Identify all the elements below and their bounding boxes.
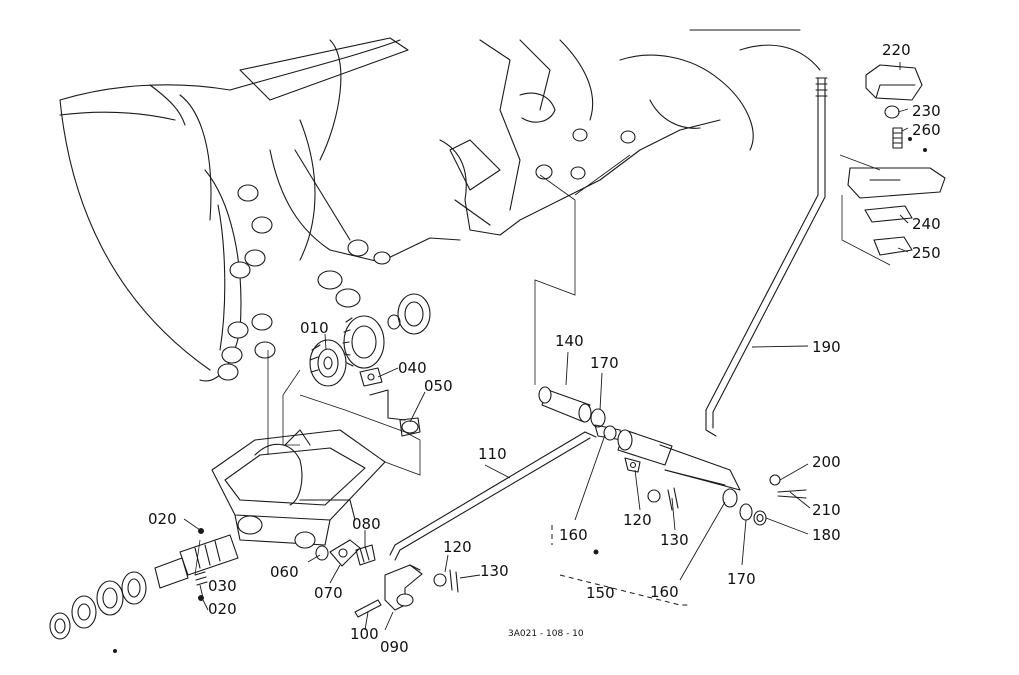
spur-gear bbox=[342, 315, 385, 369]
bolt-260 bbox=[892, 127, 903, 149]
part-label-020-top: 020 bbox=[148, 510, 177, 528]
washer-120-left bbox=[433, 573, 447, 587]
part-label-160-right: 160 bbox=[650, 583, 679, 601]
washer-060 bbox=[315, 545, 329, 561]
leader-lines bbox=[183, 62, 909, 631]
bracket-240 bbox=[847, 167, 946, 223]
part-label-120-right: 120 bbox=[623, 511, 652, 529]
lever-050 bbox=[369, 389, 421, 437]
rod-190 bbox=[705, 77, 828, 437]
washer-200 bbox=[769, 474, 781, 486]
bearing bbox=[387, 293, 431, 335]
plate-250 bbox=[873, 236, 913, 256]
part-label-140: 140 bbox=[555, 332, 584, 350]
part-label-170-upper: 170 bbox=[590, 354, 619, 372]
nut-230 bbox=[884, 105, 900, 119]
part-label-110: 110 bbox=[478, 445, 507, 463]
part-label-160-left: 160 bbox=[559, 526, 588, 544]
part-label-250: 250 bbox=[912, 244, 941, 262]
part-label-100: 100 bbox=[350, 625, 379, 643]
pin-130-left bbox=[449, 569, 459, 593]
part-label-080: 080 bbox=[352, 515, 381, 533]
part-label-170-lower: 170 bbox=[727, 570, 756, 588]
bushing-160-right bbox=[722, 488, 738, 508]
part-label-150: 150 bbox=[586, 584, 615, 602]
part-label-180: 180 bbox=[812, 526, 841, 544]
part-label-070: 070 bbox=[314, 584, 343, 602]
pin-130-right bbox=[667, 487, 679, 511]
washer-170-lower bbox=[739, 503, 753, 521]
part-label-130-right: 130 bbox=[660, 531, 689, 549]
rod-110 bbox=[389, 431, 597, 561]
pin-210 bbox=[777, 489, 807, 499]
spring-080 bbox=[355, 544, 376, 566]
part-label-190: 190 bbox=[812, 338, 841, 356]
part-label-040: 040 bbox=[398, 359, 427, 377]
plate-070 bbox=[329, 539, 361, 567]
part-label-200: 200 bbox=[812, 453, 841, 471]
washer-170-upper bbox=[590, 408, 606, 428]
part-label-260: 260 bbox=[912, 121, 941, 139]
part-label-010: 010 bbox=[300, 319, 329, 337]
nut-180 bbox=[753, 510, 767, 526]
lever-090 bbox=[384, 564, 423, 611]
pin-100 bbox=[354, 599, 382, 618]
part-label-090: 090 bbox=[380, 638, 409, 656]
part-label-220: 220 bbox=[882, 41, 911, 59]
lever-150 bbox=[594, 424, 741, 491]
gear-010 bbox=[309, 339, 347, 387]
part-label-050: 050 bbox=[424, 377, 453, 395]
part-label-060: 060 bbox=[270, 563, 299, 581]
knob-220 bbox=[865, 64, 923, 101]
part-label-020-bottom: 020 bbox=[208, 600, 237, 618]
part-labels: 010 020 020 030 040 050 060 070 080 090 … bbox=[148, 41, 941, 656]
bushing-140 bbox=[538, 386, 592, 423]
plate-040 bbox=[359, 367, 383, 387]
part-label-030: 030 bbox=[208, 577, 237, 595]
shaft-assembly bbox=[49, 528, 239, 640]
gear-case bbox=[211, 429, 386, 549]
part-label-210: 210 bbox=[812, 501, 841, 519]
part-label-120-left: 120 bbox=[443, 538, 472, 556]
washer-120-right bbox=[647, 489, 661, 503]
drawing-code: 3A021 - 108 - 10 bbox=[508, 629, 584, 639]
part-label-230: 230 bbox=[912, 102, 941, 120]
reference-lines bbox=[113, 137, 927, 653]
engine-block bbox=[439, 29, 821, 236]
part-label-240: 240 bbox=[912, 215, 941, 233]
part-label-130-left: 130 bbox=[480, 562, 509, 580]
transmission-housing bbox=[59, 37, 461, 382]
